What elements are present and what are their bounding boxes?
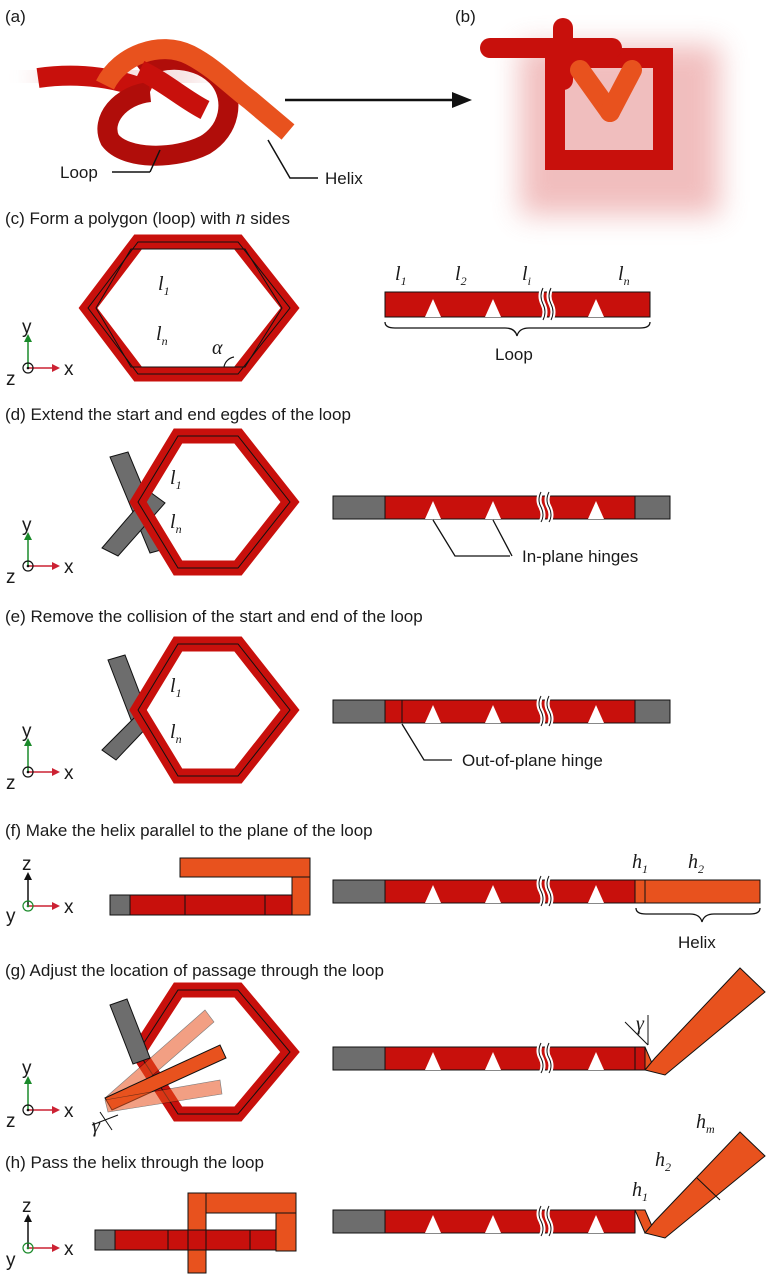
d-ln: ln [170,511,182,536]
svg-text:z: z [6,1111,16,1132]
axis-xy-c: y x z [6,317,74,390]
svg-text:y: y [6,906,16,927]
panel-d: (d) Extend the start and end egdes of th… [5,405,671,588]
knot-3d-illustration [35,39,295,166]
f-h1: h1 [632,851,648,876]
svg-text:y: y [22,1058,32,1079]
g-gamma-left: γ [92,1115,101,1137]
svg-text:x: x [64,1101,74,1122]
panel-f: (f) Make the helix parallel to the plane… [5,821,761,952]
panel-h: (h) Pass the helix through the loop h1 h… [5,1111,766,1274]
panel-g-title: (g) Adjust the location of passage throu… [5,961,384,980]
h-h1: h1 [632,1179,648,1204]
panel-b: (b) [455,7,720,215]
in-plane-hinges-label: In-plane hinges [522,547,638,566]
panel-f-title: (f) Make the helix parallel to the plane… [5,821,373,840]
svg-text:x: x [64,763,74,784]
axis-xz-h: z x y [6,1196,74,1271]
axis-xy-g: y x z [6,1058,74,1132]
strip-ln: ln [618,263,630,288]
h-h2: h2 [655,1149,671,1174]
strip-l2: l2 [455,263,467,288]
panel-c-title: (c) Form a polygon (loop) with n sides [5,207,290,229]
helix-label: Helix [325,169,363,188]
loop-strip [384,286,651,322]
panel-c: (c) Form a polygon (loop) with n sides l… [5,207,651,390]
svg-text:y: y [22,317,32,338]
axis-xz-f: z x y [6,854,74,927]
panel-e: (e) Remove the collision of the start an… [5,607,671,794]
panel-a-tag: (a) [5,7,26,26]
panel-h-title: (h) Pass the helix through the loop [5,1153,264,1172]
alpha-label: α [212,337,223,359]
svg-text:y: y [22,515,32,536]
strip-l1: l1 [395,263,407,288]
svg-text:z: z [6,567,16,588]
l1-label: l1 [158,273,170,298]
g-gamma-right: γ [636,1013,645,1035]
loop-label: Loop [60,163,98,182]
svg-text:z: z [6,773,16,794]
svg-text:x: x [64,359,74,380]
svg-text:z: z [6,369,16,390]
svg-text:x: x [64,1239,74,1260]
helix-brace [635,907,761,923]
d-l1: l1 [170,467,182,492]
svg-text:z: z [22,854,32,875]
svg-text:x: x [64,557,74,578]
e-l1: l1 [170,675,182,700]
axis-xy-d: y x z [6,515,74,588]
panel-e-title: (e) Remove the collision of the start an… [5,607,423,626]
ln-label: ln [156,323,168,348]
panel-d-title: (d) Extend the start and end egdes of th… [5,405,351,424]
helix-brace-label: Helix [678,933,716,952]
loop-brace-label: Loop [495,345,533,364]
svg-text:y: y [22,721,32,742]
panel-g: (g) Adjust the location of passage throu… [5,961,766,1137]
svg-text:y: y [6,1250,16,1271]
strip-li: li [522,263,531,288]
svg-text:z: z [22,1196,32,1217]
hexagon-loop [78,234,300,382]
panel-b-tag: (b) [455,7,476,26]
f-h2: h2 [688,851,704,876]
svg-text:x: x [64,897,74,918]
out-of-plane-hinge-label: Out-of-plane hinge [462,751,603,770]
axis-xy-e: y x z [6,721,74,794]
panel-a: (a) Loop Helix [5,7,472,188]
loop-brace [384,321,651,337]
h-hm: hm [696,1111,715,1136]
e-ln: ln [170,721,182,746]
